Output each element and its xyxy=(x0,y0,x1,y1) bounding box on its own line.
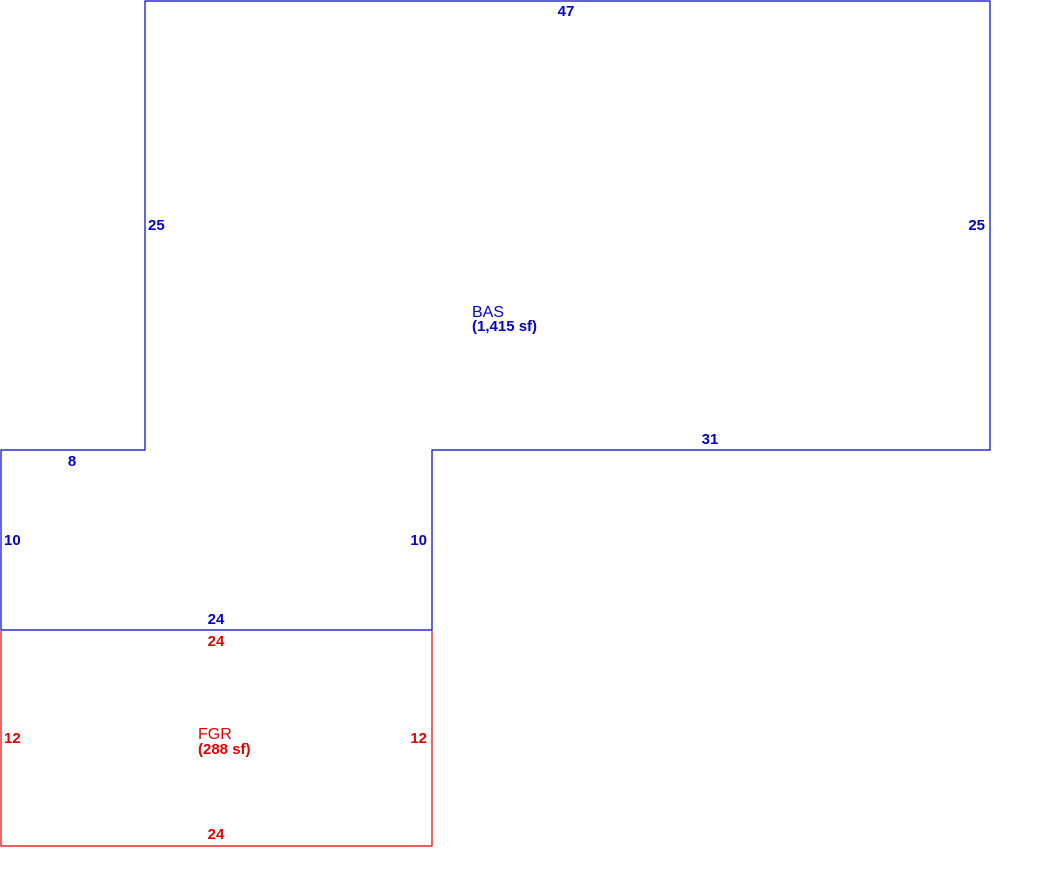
bas-dim-bottom: 24 xyxy=(208,611,225,628)
bas-dim-top: 47 xyxy=(558,3,575,20)
bas-dim-right: 25 xyxy=(968,217,985,234)
fgr-dim-right: 12 xyxy=(410,730,427,747)
fgr-dim-bottom: 24 xyxy=(208,826,225,843)
fgr-area-name: FGR xyxy=(198,726,232,743)
fgr-area-size: (288 sf) xyxy=(198,741,251,758)
bas-dim-inner-right: 10 xyxy=(410,532,427,549)
fgr-dim-left: 12 xyxy=(4,730,21,747)
fgr-dim-top: 24 xyxy=(208,633,225,650)
bas-outline xyxy=(0,0,991,631)
bas-dim-lower-right: 31 xyxy=(702,431,719,448)
bas-dim-left-upper: 25 xyxy=(148,217,165,234)
bas-dim-left-lower: 10 xyxy=(4,532,21,549)
bas-dim-notch-top: 8 xyxy=(68,453,76,470)
bas-area-size: (1,415 sf) xyxy=(472,318,537,335)
fgr-outline xyxy=(0,631,433,847)
bas-area-name: BAS xyxy=(472,304,504,321)
